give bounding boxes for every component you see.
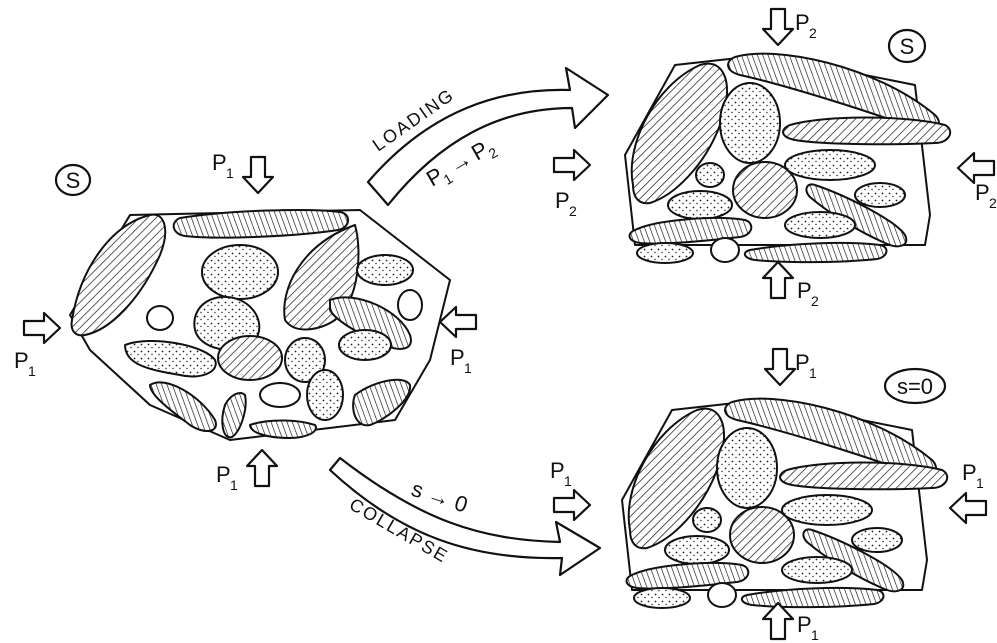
- initial-soil-sample: [70, 210, 450, 440]
- loaded-left-pressure: P 2: [554, 150, 590, 219]
- svg-text:1: 1: [464, 360, 472, 376]
- svg-text:P: P: [797, 612, 812, 637]
- svg-text:S: S: [66, 168, 81, 193]
- svg-text:P: P: [212, 150, 227, 175]
- svg-text:1: 1: [809, 365, 817, 381]
- loaded-suction-badge: S: [889, 30, 925, 62]
- svg-text:2: 2: [809, 25, 817, 41]
- loaded-bottom-pressure: P 2: [763, 262, 819, 309]
- svg-text:P: P: [797, 278, 812, 303]
- svg-text:P: P: [14, 348, 29, 373]
- svg-text:P: P: [450, 345, 465, 370]
- svg-text:P: P: [975, 180, 990, 205]
- svg-text:2: 2: [989, 195, 997, 211]
- svg-text:P: P: [550, 458, 565, 483]
- initial-right-pressure: P 1: [440, 307, 476, 376]
- initial-bottom-pressure: P 1: [216, 450, 277, 493]
- svg-text:2: 2: [569, 203, 577, 219]
- loaded-soil-sample: [625, 54, 950, 263]
- collapsed-right-pressure: P 1: [950, 460, 986, 523]
- initial-top-pressure: P 1: [212, 150, 273, 193]
- collapsed-left-pressure: P 1: [550, 458, 590, 520]
- svg-text:P: P: [795, 10, 810, 35]
- loaded-top-pressure: P 2: [763, 9, 817, 45]
- svg-text:1: 1: [28, 363, 36, 379]
- svg-text:1: 1: [976, 475, 984, 491]
- svg-text:1: 1: [226, 165, 234, 181]
- svg-text:P: P: [962, 460, 977, 485]
- svg-text:P: P: [795, 350, 810, 375]
- svg-text:s=0: s=0: [897, 374, 933, 399]
- loading-arrow: LOADING P 1 → P 2: [368, 68, 608, 205]
- initial-suction-badge: S: [56, 165, 90, 195]
- collapsed-top-pressure: P 1: [765, 349, 817, 385]
- svg-text:1: 1: [564, 473, 572, 489]
- svg-text:1: 1: [230, 477, 238, 493]
- collapsed-bottom-pressure: P 1: [763, 603, 819, 643]
- svg-text:P: P: [216, 462, 231, 487]
- initial-left-pressure: P 1: [14, 313, 60, 379]
- svg-text:P: P: [555, 188, 570, 213]
- collapsed-soil-sample: [622, 399, 947, 608]
- svg-text:1: 1: [811, 627, 819, 643]
- svg-text:2: 2: [811, 293, 819, 309]
- svg-text:S: S: [900, 34, 915, 59]
- collapsed-suction-badge: s=0: [885, 369, 945, 403]
- loaded-right-pressure: P 2: [958, 153, 997, 211]
